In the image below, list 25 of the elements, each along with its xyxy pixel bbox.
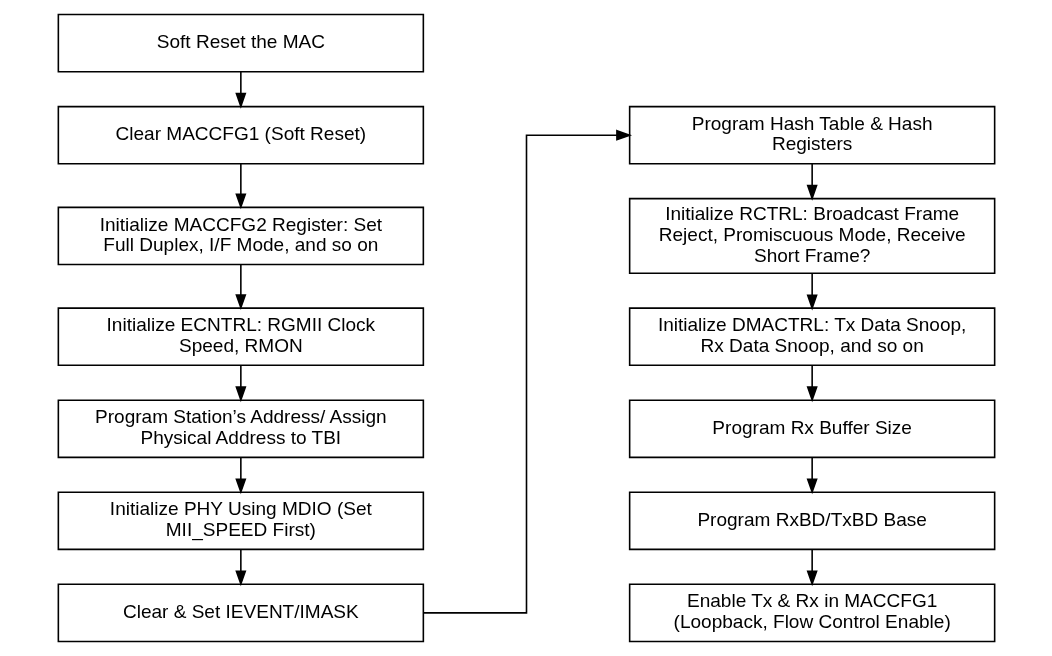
node-box: Program Rx Buffer Size	[628, 399, 995, 459]
node-box: Clear & Set IEVENT/IMASK	[57, 583, 424, 643]
node-box: Initialize ECNTRL: RGMII Clock Speed, RMON	[57, 307, 424, 367]
node-box: Initialize RCTRL: Broadcast Frame Reject, Promiscuous Mode, Receive Short Frame?	[628, 197, 995, 275]
arrow	[234, 70, 246, 109]
node-box: Program Hash Table & Hash Registers	[628, 105, 995, 165]
node-box: Initialize PHY Using MDIO (Set MII_SPEED First)	[57, 491, 424, 551]
arrow	[234, 163, 246, 210]
arrow	[422, 129, 632, 614]
node-box: Program RxBD/TxBD Base	[628, 491, 995, 551]
arrow	[234, 548, 246, 587]
node-box: Clear MACCFG1 (Soft Reset)	[57, 105, 424, 165]
node-box: Enable Tx & Rx in MACCFG1 (Loopback, Flow Control Enable)	[628, 583, 995, 643]
node-box: Initialize MACCFG2 Register: Set Full Duplex, I/F Mode, and so on	[57, 206, 424, 266]
arrow	[806, 548, 818, 587]
arrow	[806, 163, 818, 201]
node-box: Soft Reset the MAC	[57, 13, 424, 73]
arrow	[806, 364, 818, 403]
arrow	[234, 364, 246, 403]
arrow	[806, 456, 818, 495]
arrow	[806, 272, 818, 311]
node-box: Initialize DMACTRL: Tx Data Snoop, Rx Data Snoop, and so on	[628, 307, 995, 367]
node-box: Program Station’s Address/ Assign Physical Address to TBI	[57, 399, 424, 459]
arrow	[234, 456, 246, 495]
arrow	[234, 263, 246, 311]
